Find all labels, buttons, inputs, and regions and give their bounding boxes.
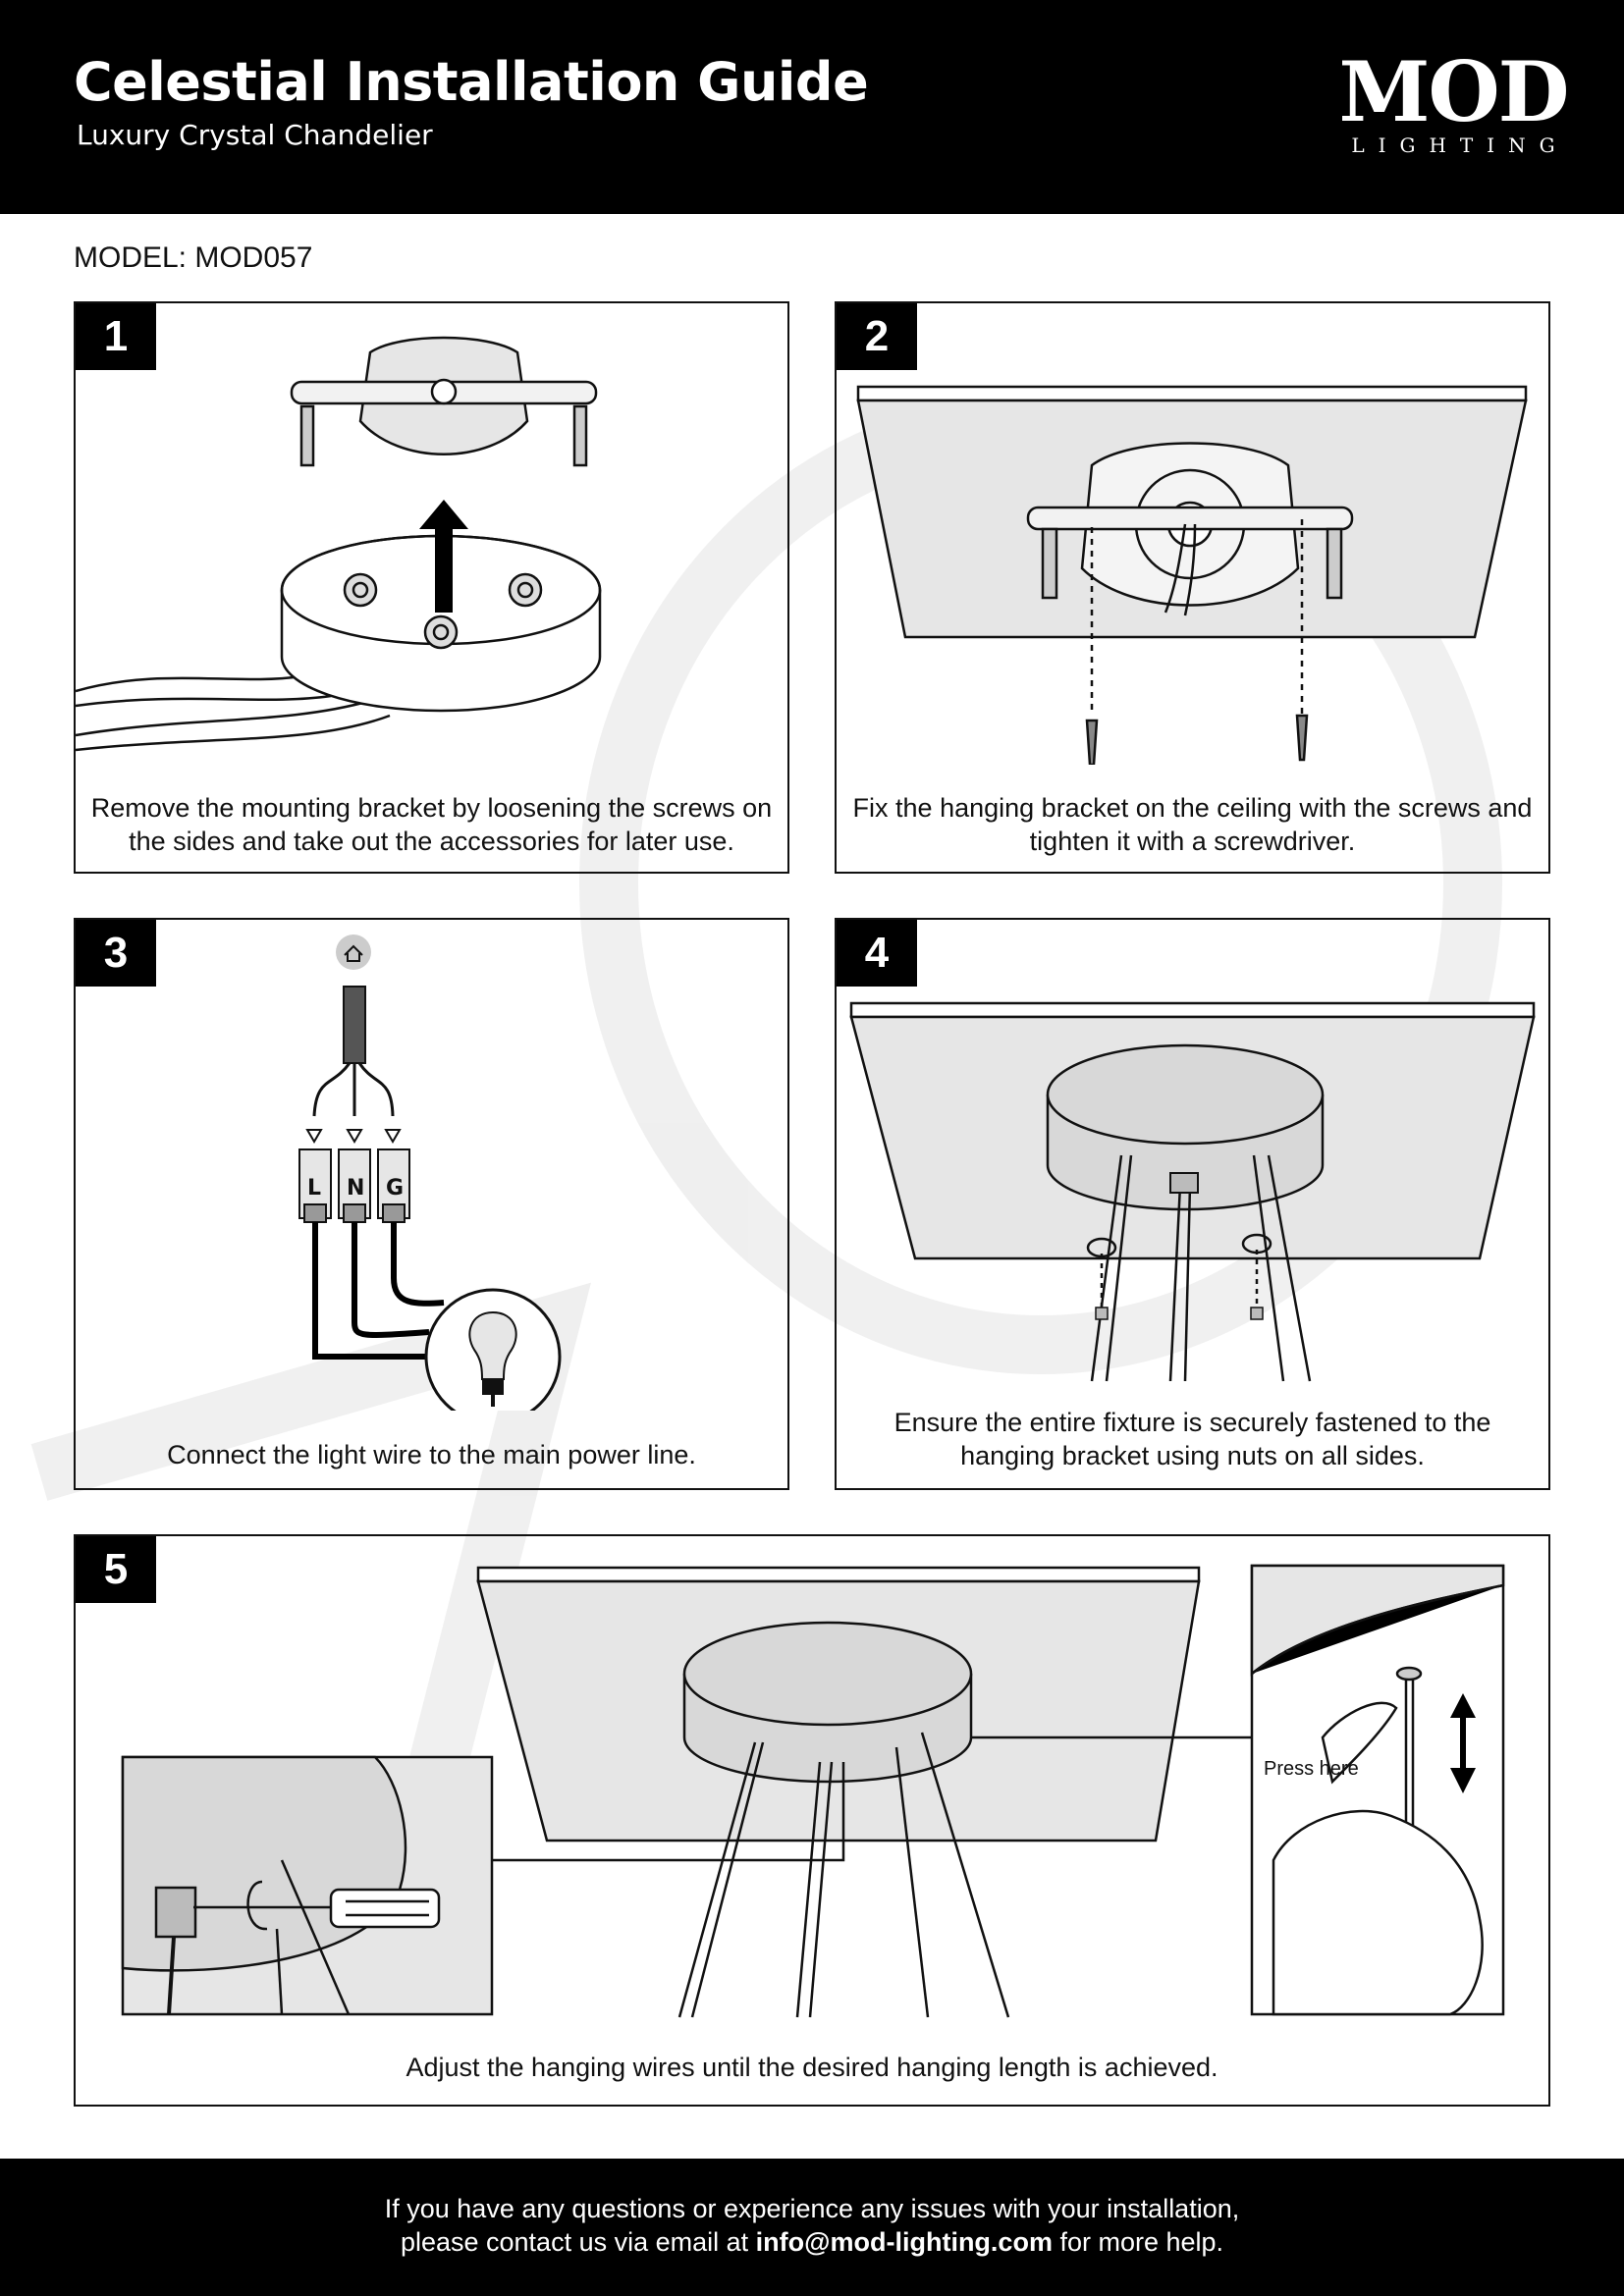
page-subtitle: Luxury Crystal Chandelier	[77, 119, 433, 151]
step-3-panel: 3 L N G	[74, 918, 789, 1490]
step-1-illustration	[76, 336, 602, 752]
rotate-icon	[246, 1880, 268, 1931]
step-4-caption: Ensure the entire fixture is securely fa…	[893, 1408, 1491, 1470]
logo-sub-text: LIGHTING	[1351, 133, 1569, 157]
step-3-illustration: L N G	[298, 934, 562, 1411]
step-2-caption: Fix the hanging bracket on the ceiling w…	[852, 793, 1533, 856]
house-icon	[336, 934, 371, 970]
header-bar: Celestial Installation Guide Luxury Crys…	[0, 0, 1624, 214]
step-2-illustration	[856, 385, 1528, 765]
footer-line-2: please contact us via email at info@mod-…	[0, 2225, 1624, 2259]
footer-line-2-suffix: for more help.	[1059, 2227, 1224, 2257]
step-5-panel: 5	[74, 1534, 1550, 2107]
arrow-up-icon	[419, 500, 468, 613]
bulb-icon	[424, 1288, 562, 1411]
step-5-number: 5	[76, 1536, 156, 1603]
page-title: Celestial Installation Guide	[74, 51, 869, 113]
step-5-caption: Adjust the hanging wires until the desir…	[406, 2053, 1218, 2082]
step-1-caption: Remove the mounting bracket by loosening…	[90, 793, 773, 856]
screwdriver-icon	[193, 1888, 441, 1929]
terminal-l: L	[307, 1176, 321, 1201]
step-1-panel: 1 Remove the mounting bracket by looseni…	[74, 301, 789, 874]
footer-bar: If you have any questions or experience …	[0, 2159, 1624, 2296]
step-5-illustration: Press here	[121, 1564, 1505, 2018]
footer-line-1: If you have any questions or experience …	[384, 2194, 1240, 2223]
press-here-label: Press here	[1264, 1758, 1359, 1780]
up-down-arrow-icon	[1450, 1693, 1476, 1793]
step-3-number: 3	[76, 920, 156, 987]
footer-line-2-prefix: please contact us via email at	[400, 2227, 749, 2257]
model-number: MODEL: MOD057	[74, 241, 313, 274]
step-3-caption: Connect the light wire to the main power…	[167, 1440, 696, 1469]
step-4-illustration	[849, 1001, 1536, 1382]
step-2-number: 2	[837, 303, 917, 370]
terminal-g: G	[386, 1176, 404, 1201]
support-email-link[interactable]: info@mod-lighting.com	[755, 2227, 1053, 2257]
terminal-n: N	[347, 1176, 364, 1201]
step-1-number: 1	[76, 303, 156, 370]
step-2-panel: 2 Fix the hanging bracket on the ceiling…	[835, 301, 1550, 874]
logo-main-text: MOD	[1338, 43, 1570, 140]
step-4-panel: 4 Ensure the entire fixture is securely …	[835, 918, 1550, 1490]
brand-logo: MOD LIGHTING	[1335, 51, 1571, 159]
step-4-number: 4	[837, 920, 917, 987]
